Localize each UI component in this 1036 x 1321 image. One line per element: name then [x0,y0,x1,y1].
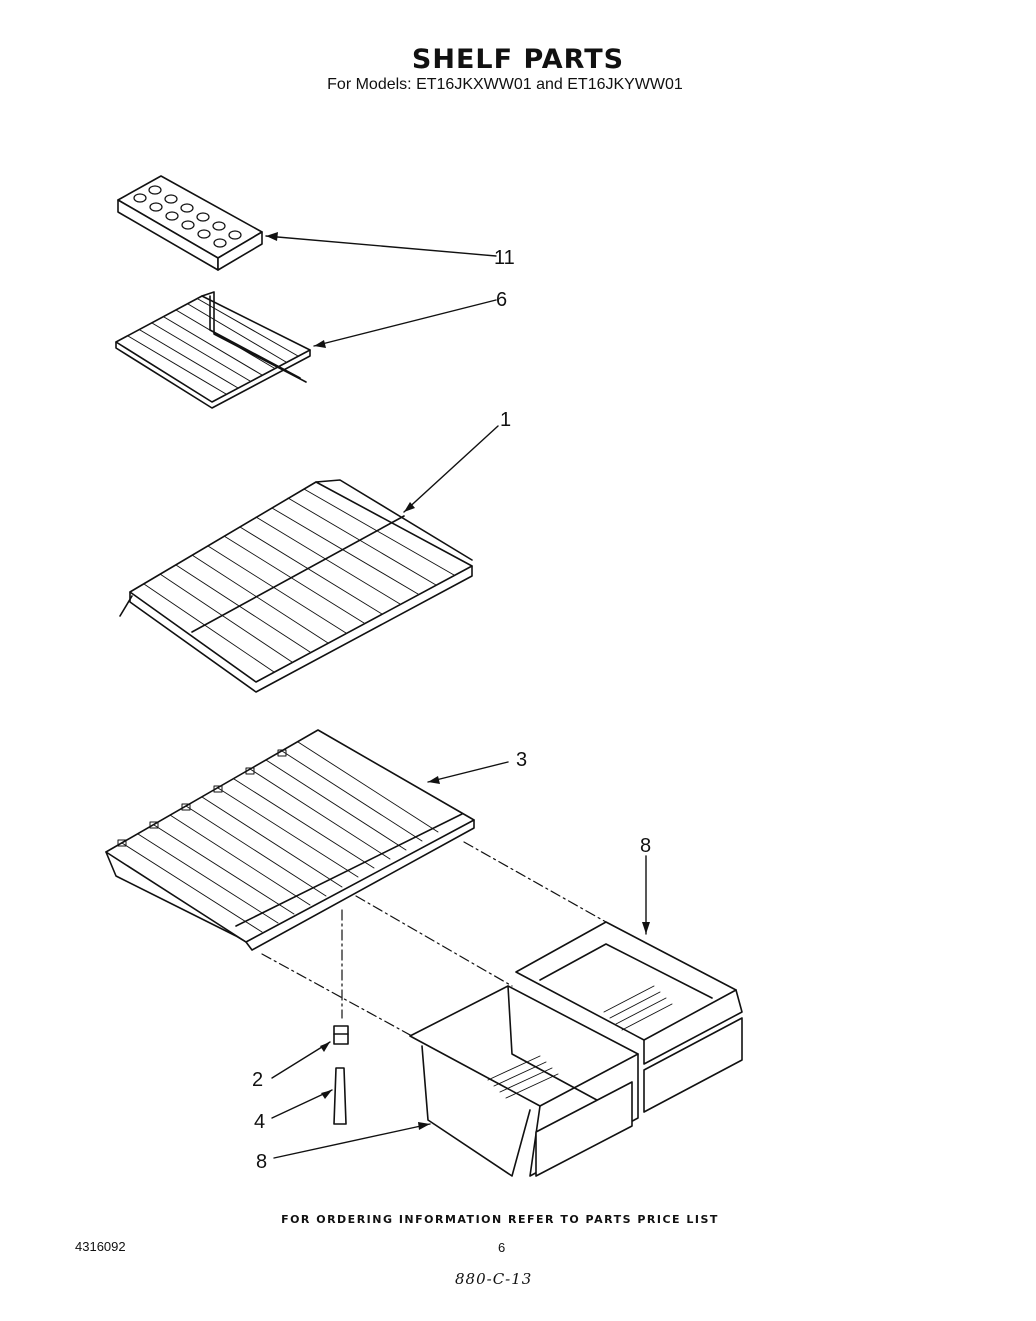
support-post-part [333,1067,347,1125]
callout-8-front: 8 [256,1151,267,1173]
callout-11: 11 [494,247,515,269]
callout-labels: 11 6 1 3 8 2 4 8 [252,247,651,1173]
front-drawer-ribs [487,1055,559,1099]
ice-tray-part [117,175,263,271]
rear-drawer-ribs [603,985,673,1031]
ordering-note: FOR ORDERING INFORMATION REFER TO PARTS … [281,1213,719,1226]
callout-4: 4 [254,1111,265,1133]
callout-6: 6 [496,289,507,311]
handwritten-note: 880-C-13 [455,1270,533,1288]
alignment-lines [261,841,607,1037]
wire-shelf-wires [143,488,455,673]
crisper-drawer-front [409,985,639,1177]
callout-1: 1 [500,409,511,431]
cover-shelf-clips [117,749,287,847]
page-number: 6 [498,1240,506,1255]
crisper-cover-part [105,729,475,951]
models-subtitle: For Models: ET16JKXWW01 and ET16JKYWW01 [327,76,683,93]
wire-shelf-part [119,479,473,693]
ice-tray-cells [133,185,242,248]
callout-arrowheads [266,232,650,1130]
support-cap-part [333,1025,349,1045]
callout-3: 3 [516,749,527,771]
cover-shelf-wires [121,741,439,933]
small-shelf-wires [127,298,299,395]
document-number: 4316092 [75,1239,126,1254]
crisper-drawer-rear [515,921,743,1113]
callout-8-rear: 8 [640,835,651,857]
small-wire-shelf-part [115,291,311,409]
callout-2: 2 [252,1069,263,1091]
callout-leaders [265,235,647,1159]
page-title: SHELF PARTS [411,44,625,75]
